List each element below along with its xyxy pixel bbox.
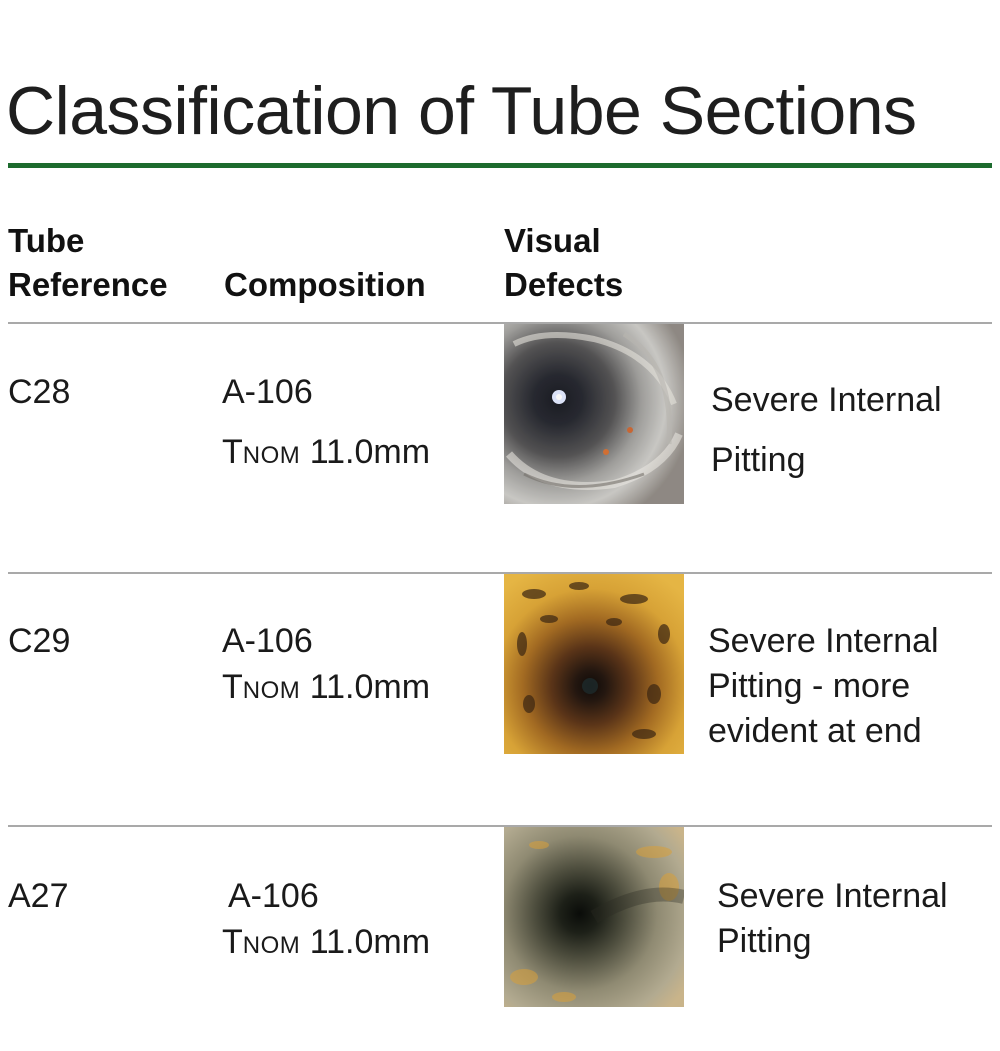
header-composition: Composition bbox=[224, 266, 426, 303]
composition-material: A-106 bbox=[222, 373, 313, 411]
title-underline bbox=[8, 163, 992, 168]
defect-line: Pitting bbox=[711, 441, 806, 479]
page-title: Classification of Tube Sections bbox=[6, 73, 917, 149]
header-visual-defects: Visual Defects bbox=[504, 219, 623, 307]
tnom-prefix: T bbox=[222, 923, 243, 961]
tube-interior-photo-yellow-rust bbox=[504, 574, 684, 754]
composition-tnom: TNOM 11.0mm bbox=[222, 665, 430, 713]
tube-reference-cell: A27 bbox=[8, 877, 69, 915]
header-tube-reference-line1: Tube bbox=[8, 222, 85, 259]
tnom-sub: NOM bbox=[242, 442, 301, 469]
tube-interior-photo bbox=[504, 827, 684, 1007]
row-divider bbox=[8, 572, 992, 574]
row-divider bbox=[8, 825, 992, 827]
row-divider bbox=[8, 322, 992, 324]
tnom-value: 11.0mm bbox=[300, 923, 431, 961]
visual-defect-description: Severe Internal Pitting bbox=[711, 370, 942, 490]
composition-material: A-106 bbox=[222, 622, 313, 660]
tnom-value: 11.0mm bbox=[300, 433, 431, 471]
composition-tnom: TNOM 11.0mm bbox=[222, 430, 430, 478]
defect-line: Severe Internal bbox=[708, 622, 939, 660]
composition-material: A-106 bbox=[228, 877, 319, 915]
defect-line: Pitting bbox=[717, 922, 812, 960]
tube-interior-photo bbox=[504, 324, 684, 504]
defect-line: Severe Internal bbox=[717, 877, 948, 915]
tnom-value: 11.0mm bbox=[300, 668, 431, 706]
defect-line: Severe Internal bbox=[711, 381, 942, 419]
tnom-sub: NOM bbox=[242, 932, 301, 959]
tube-interior-photo bbox=[504, 574, 684, 754]
tube-interior-photo-silver-pitted bbox=[504, 324, 684, 504]
defect-line: evident at end bbox=[708, 712, 922, 750]
composition-tnom: TNOM 11.0mm bbox=[222, 920, 430, 968]
tnom-prefix: T bbox=[222, 433, 243, 471]
defect-line: Pitting - more bbox=[708, 667, 911, 705]
tube-reference-cell: C29 bbox=[8, 622, 71, 660]
header-tube-reference: Tube Reference bbox=[8, 219, 168, 307]
visual-defect-description: Severe Internal Pitting - more evident a… bbox=[708, 619, 939, 754]
header-visual-defects-line1: Visual bbox=[504, 222, 601, 259]
header-tube-reference-line2: Reference bbox=[8, 266, 168, 303]
tnom-prefix: T bbox=[222, 668, 243, 706]
tube-interior-photo-grey-corroded bbox=[504, 827, 684, 1007]
header-visual-defects-line2: Defects bbox=[504, 266, 624, 303]
visual-defect-description: Severe Internal Pitting bbox=[717, 874, 948, 964]
tnom-sub: NOM bbox=[242, 677, 301, 704]
tube-reference-cell: C28 bbox=[8, 373, 71, 411]
